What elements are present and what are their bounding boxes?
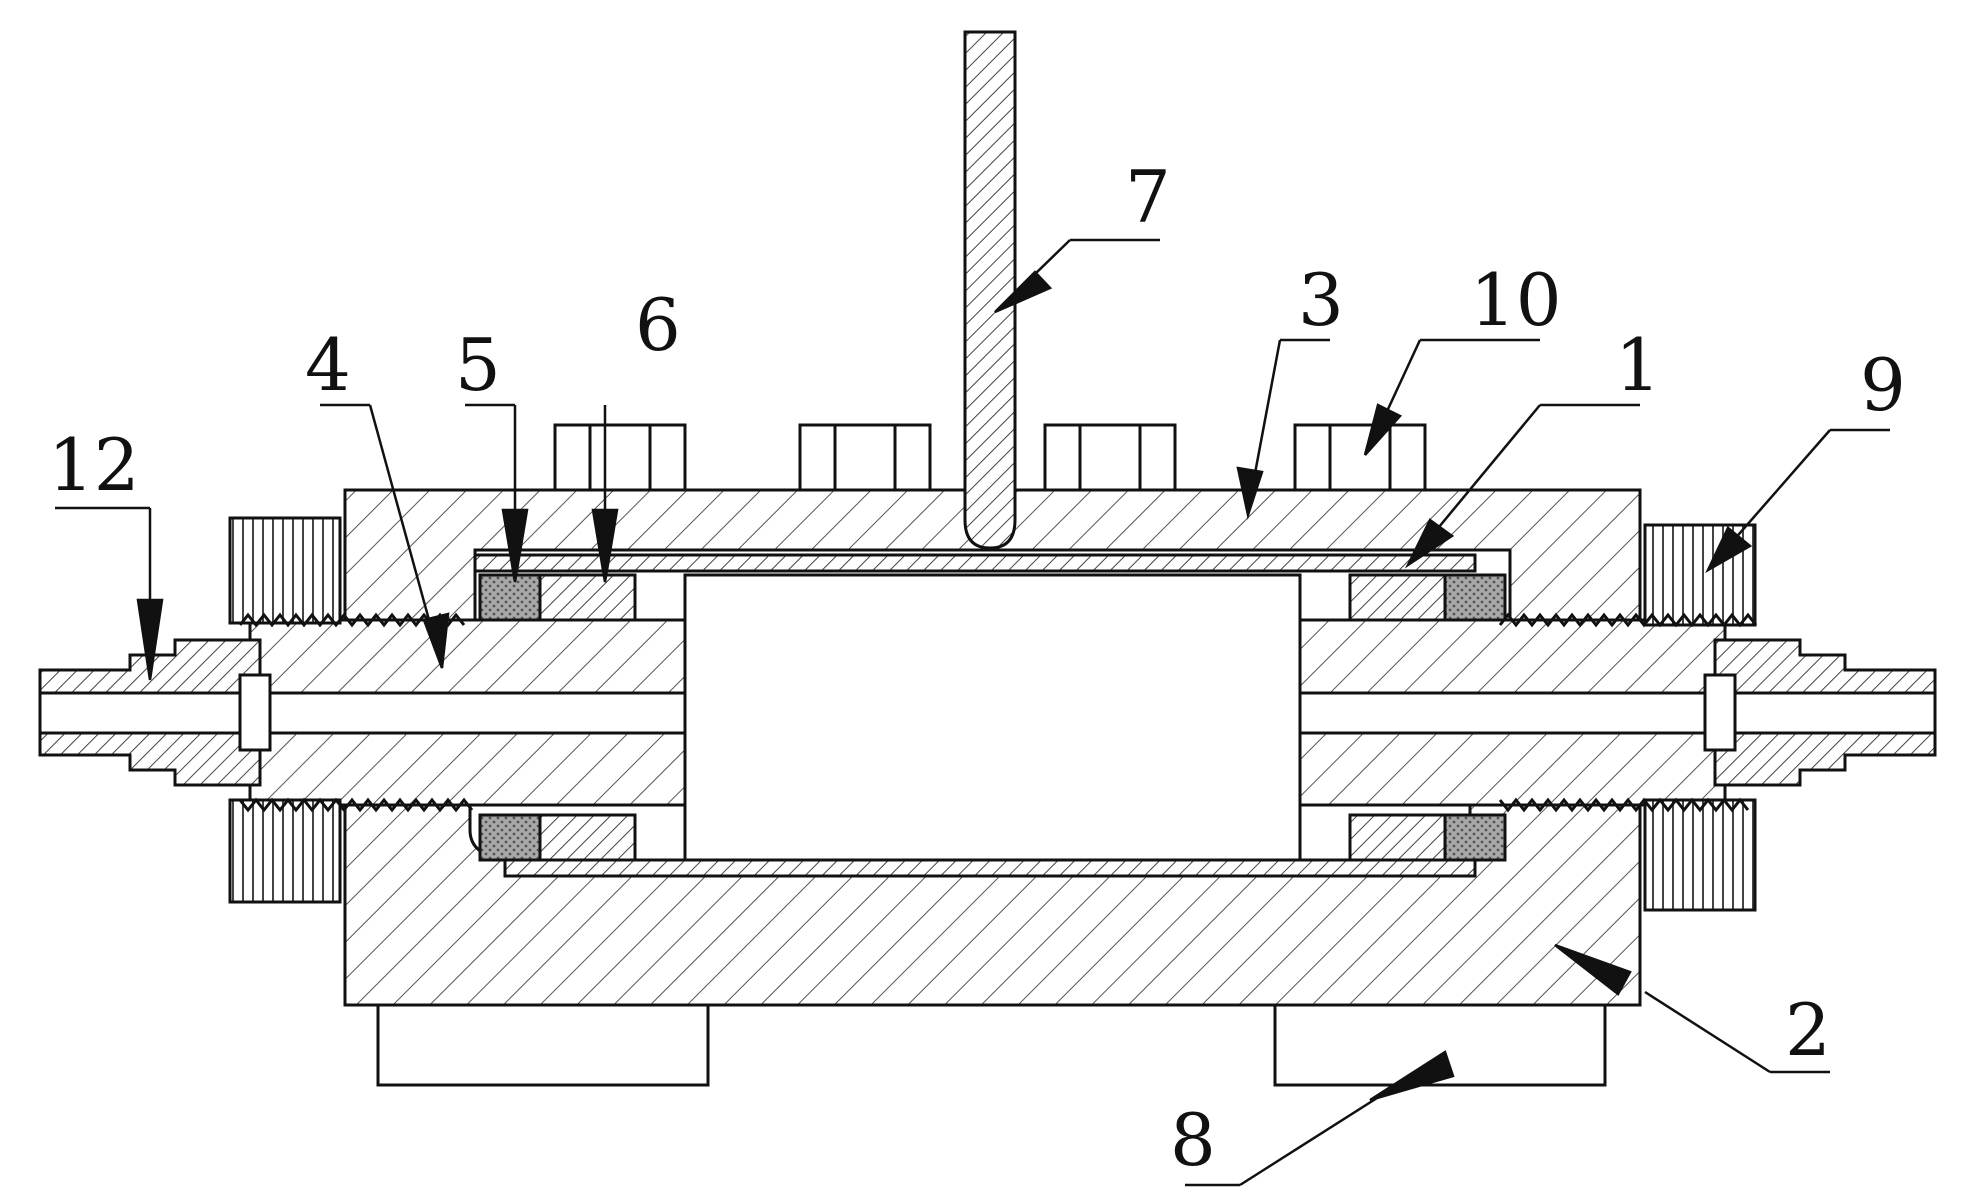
knurled-nut-right-top <box>1643 523 1757 627</box>
fitting-right-bore <box>1703 691 1937 735</box>
callout-label-5: 5 <box>455 323 501 407</box>
bolt-2 <box>798 423 932 492</box>
bolt-1 <box>553 423 687 492</box>
seal-ring-left-top <box>478 573 542 622</box>
callout-label-3: 3 <box>1298 258 1344 342</box>
thread-left-bottom <box>238 797 474 813</box>
gasket-left-bottom <box>538 813 637 862</box>
seal-ring-right-bottom <box>1443 813 1507 862</box>
gasket-right-bottom <box>1348 813 1447 862</box>
thread-right-top <box>1498 612 1758 628</box>
callout-label-12: 12 <box>48 423 140 507</box>
fitting-left-bore <box>38 691 267 735</box>
bolts <box>553 423 1427 492</box>
gasket-right-top <box>1348 573 1447 622</box>
callout-label-1: 1 <box>1615 323 1661 407</box>
foot-left <box>376 1003 710 1087</box>
leaders <box>55 238 1890 1187</box>
top-plate <box>473 553 1477 573</box>
bottom-plate <box>503 858 1477 878</box>
center-chamber <box>683 573 1302 862</box>
callout-label-10: 10 <box>1470 258 1562 342</box>
probe-rod <box>963 30 1017 550</box>
bolt-3 <box>1043 423 1177 492</box>
fitting-right-collar <box>1703 673 1737 752</box>
callout-label-9: 9 <box>1860 343 1906 427</box>
flow-channel-left <box>258 691 687 735</box>
seal-ring-right-top <box>1443 573 1507 622</box>
callout-label-8: 8 <box>1170 1098 1216 1182</box>
fitting-left-collar <box>238 673 272 752</box>
bolt-4 <box>1293 423 1427 492</box>
callout-label-7: 7 <box>1125 155 1171 239</box>
callout-label-6: 6 <box>635 283 681 367</box>
gasket-left-top <box>538 573 637 622</box>
seal-ring-left-bottom <box>478 813 542 862</box>
thread-right-bottom <box>1498 797 1750 813</box>
callout-label-2: 2 <box>1785 988 1831 1072</box>
callout-label-4: 4 <box>305 323 351 407</box>
knurled-nut-right-bottom <box>1643 798 1757 912</box>
knurled-nut-left-bottom <box>228 798 342 904</box>
knurled-nut-left-top <box>228 516 342 625</box>
flow-channel-right <box>1298 691 1722 735</box>
